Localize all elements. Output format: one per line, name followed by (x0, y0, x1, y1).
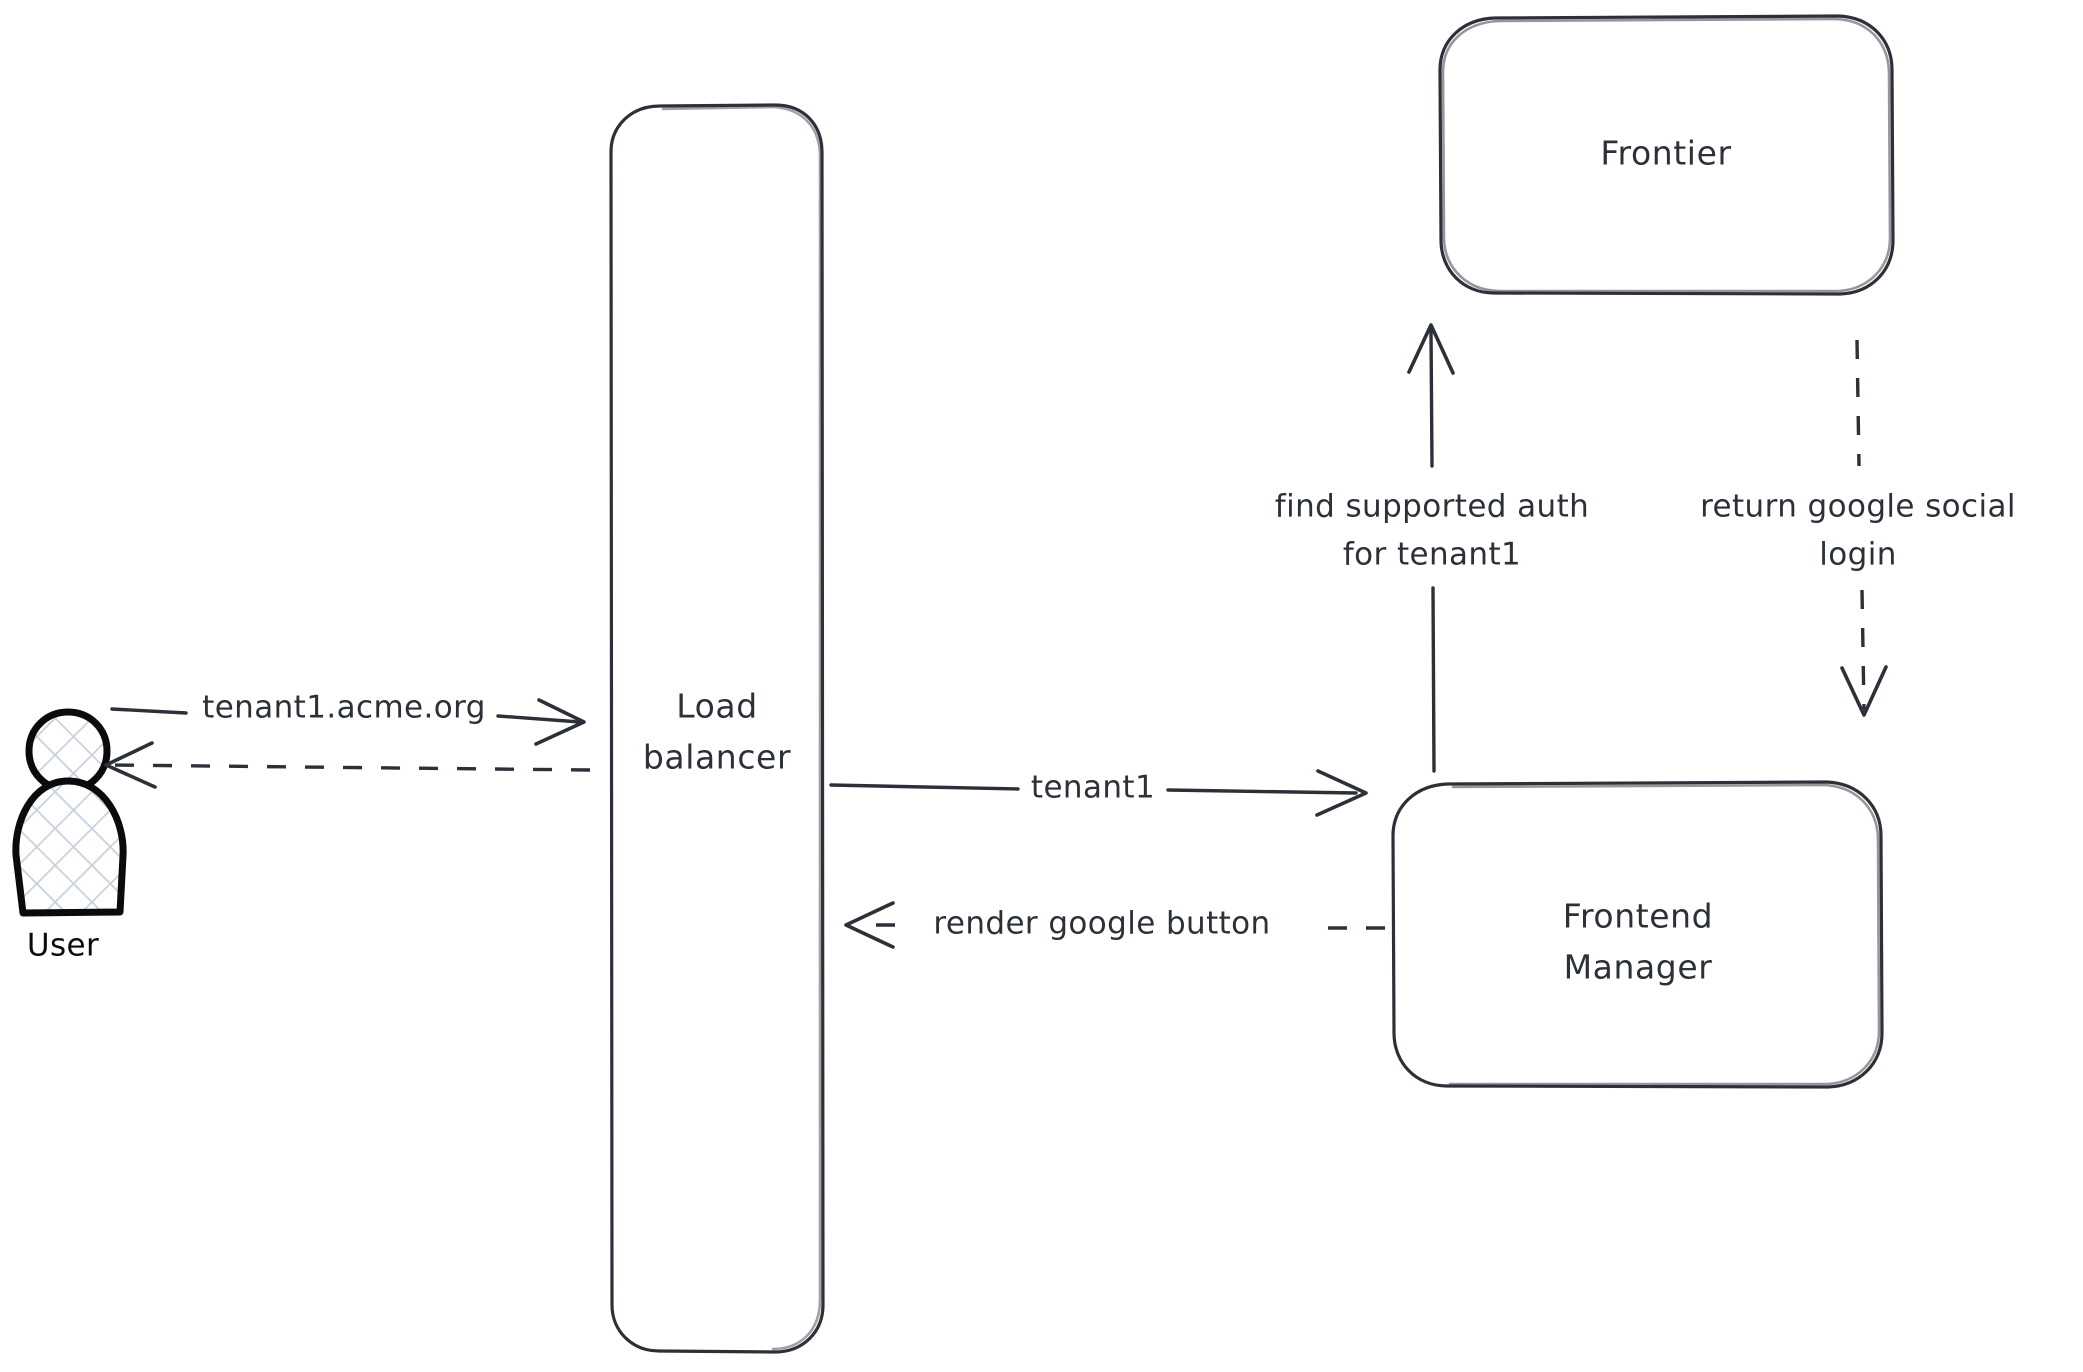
edge-frontier-to-frontend-manager: return google social login (1700, 339, 2016, 717)
frontend-manager-shape-secondary (1448, 783, 1881, 1086)
load-balancer-shape (609, 103, 825, 1354)
edge-user-to-load-balancer: tenant1.acme.org (110, 690, 586, 746)
edge-lb-to-fm-arrowhead (1315, 769, 1368, 817)
load-balancer-label-line1: Load (676, 687, 758, 726)
edge-frontend-manager-to-load-balancer: render google button (844, 901, 1385, 949)
edge-fm-to-lb-label: render google button (933, 906, 1270, 942)
edge-frontier-to-fm-line-upper (1855, 339, 1861, 467)
edge-lb-to-user-line (111, 763, 591, 772)
node-frontend-manager[interactable]: Frontend Manager (1391, 780, 1884, 1089)
frontier-shape (1438, 14, 1895, 296)
edge-load-balancer-to-frontend-manager: tenant1 (829, 769, 1368, 817)
edge-fm-to-frontier-label-line2: for tenant1 (1343, 537, 1521, 573)
edge-lb-to-user-arrowhead (104, 741, 157, 789)
frontend-manager-shape (1391, 780, 1884, 1089)
edge-frontier-to-fm-arrowhead (1840, 665, 1888, 717)
edge-frontier-to-fm-label-line2: login (1819, 537, 1897, 573)
load-balancer-shape-secondary (661, 105, 822, 1351)
edge-fm-to-frontier-line-lower (1431, 586, 1436, 773)
user-body-icon (12, 777, 127, 917)
frontier-label-line1: Frontier (1600, 134, 1731, 173)
edge-user-to-lb-line-left (110, 707, 188, 715)
edge-lb-to-fm-line-right (1166, 788, 1358, 795)
edge-frontier-to-fm-line-lower (1860, 589, 1866, 711)
edge-fm-to-frontier-line-upper (1429, 328, 1434, 468)
node-frontier[interactable]: Frontier (1438, 14, 1895, 296)
edge-lb-to-fm-line-left (829, 783, 1020, 791)
load-balancer-label-line2: balancer (643, 738, 791, 777)
edge-user-to-lb-arrowhead (534, 698, 586, 746)
frontend-manager-label-line1: Frontend (1563, 897, 1713, 936)
edge-frontier-to-fm-label-line1: return google social (1700, 489, 2016, 525)
edge-user-to-lb-label: tenant1.acme.org (202, 690, 486, 726)
edge-fm-to-lb-arrowhead (844, 901, 895, 949)
actor-user: User (12, 708, 127, 964)
edge-lb-to-fm-label: tenant1 (1031, 770, 1155, 806)
edge-frontend-manager-to-frontier: find supported auth for tenant1 (1275, 323, 1589, 773)
edge-load-balancer-to-user (104, 741, 591, 789)
frontend-manager-label-line2: Manager (1564, 948, 1713, 987)
frontier-shape-secondary (1441, 17, 1892, 293)
edge-user-to-lb-line-right (496, 714, 582, 724)
actor-user-label: User (27, 928, 99, 964)
edge-fm-to-frontier-arrowhead (1407, 323, 1455, 375)
edge-fm-to-frontier-label-line1: find supported auth (1275, 489, 1589, 525)
node-load-balancer[interactable]: Load balancer (609, 103, 825, 1354)
